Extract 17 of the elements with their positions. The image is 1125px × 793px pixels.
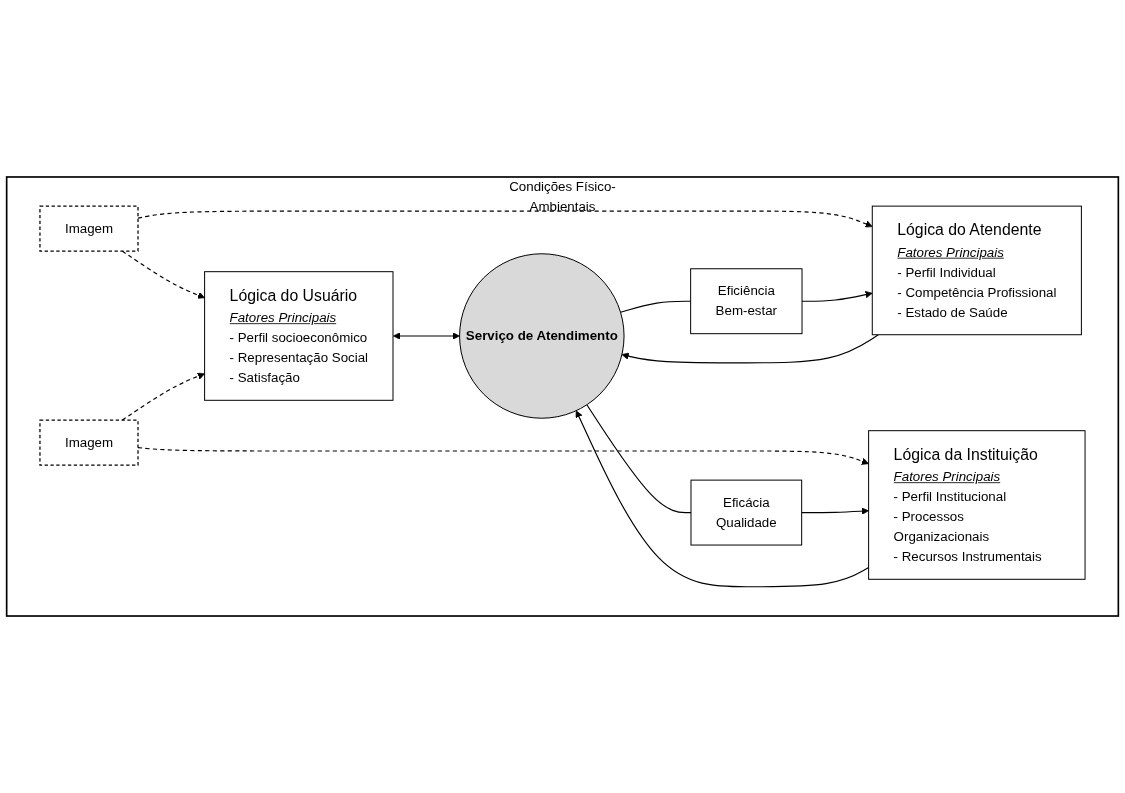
arrow: [393, 332, 460, 340]
node-circle: Serviço de Atendimento: [459, 253, 625, 419]
arrow: [121, 372, 205, 421]
connector: [619, 300, 692, 313]
node-box: Imagem: [39, 205, 139, 252]
node-box: Lógica do Atendente Fatores Principais - Perfil Individual - Competência Profissional - Estado de Saúde: [871, 205, 1082, 336]
arrow: [801, 507, 869, 515]
arrow: [621, 334, 879, 364]
node-box: Imagem: [39, 419, 139, 466]
connector: [586, 404, 692, 514]
arrow: [575, 410, 870, 588]
node-box: Lógica da Instituição Fatores Principais - Perfil Institucional - Processos Organizacionais - Recursos Instrumentais: [868, 430, 1086, 580]
node-box: Eficiência Bem-estar: [690, 268, 803, 335]
arrow: [121, 250, 205, 299]
node-box: Eficácia Qualidade: [690, 479, 803, 546]
node-box: Lógica do Usuário Fatores Principais - Perfil socioeconômico - Representação Social - Satisfação: [204, 271, 394, 401]
arrow: [801, 291, 873, 302]
